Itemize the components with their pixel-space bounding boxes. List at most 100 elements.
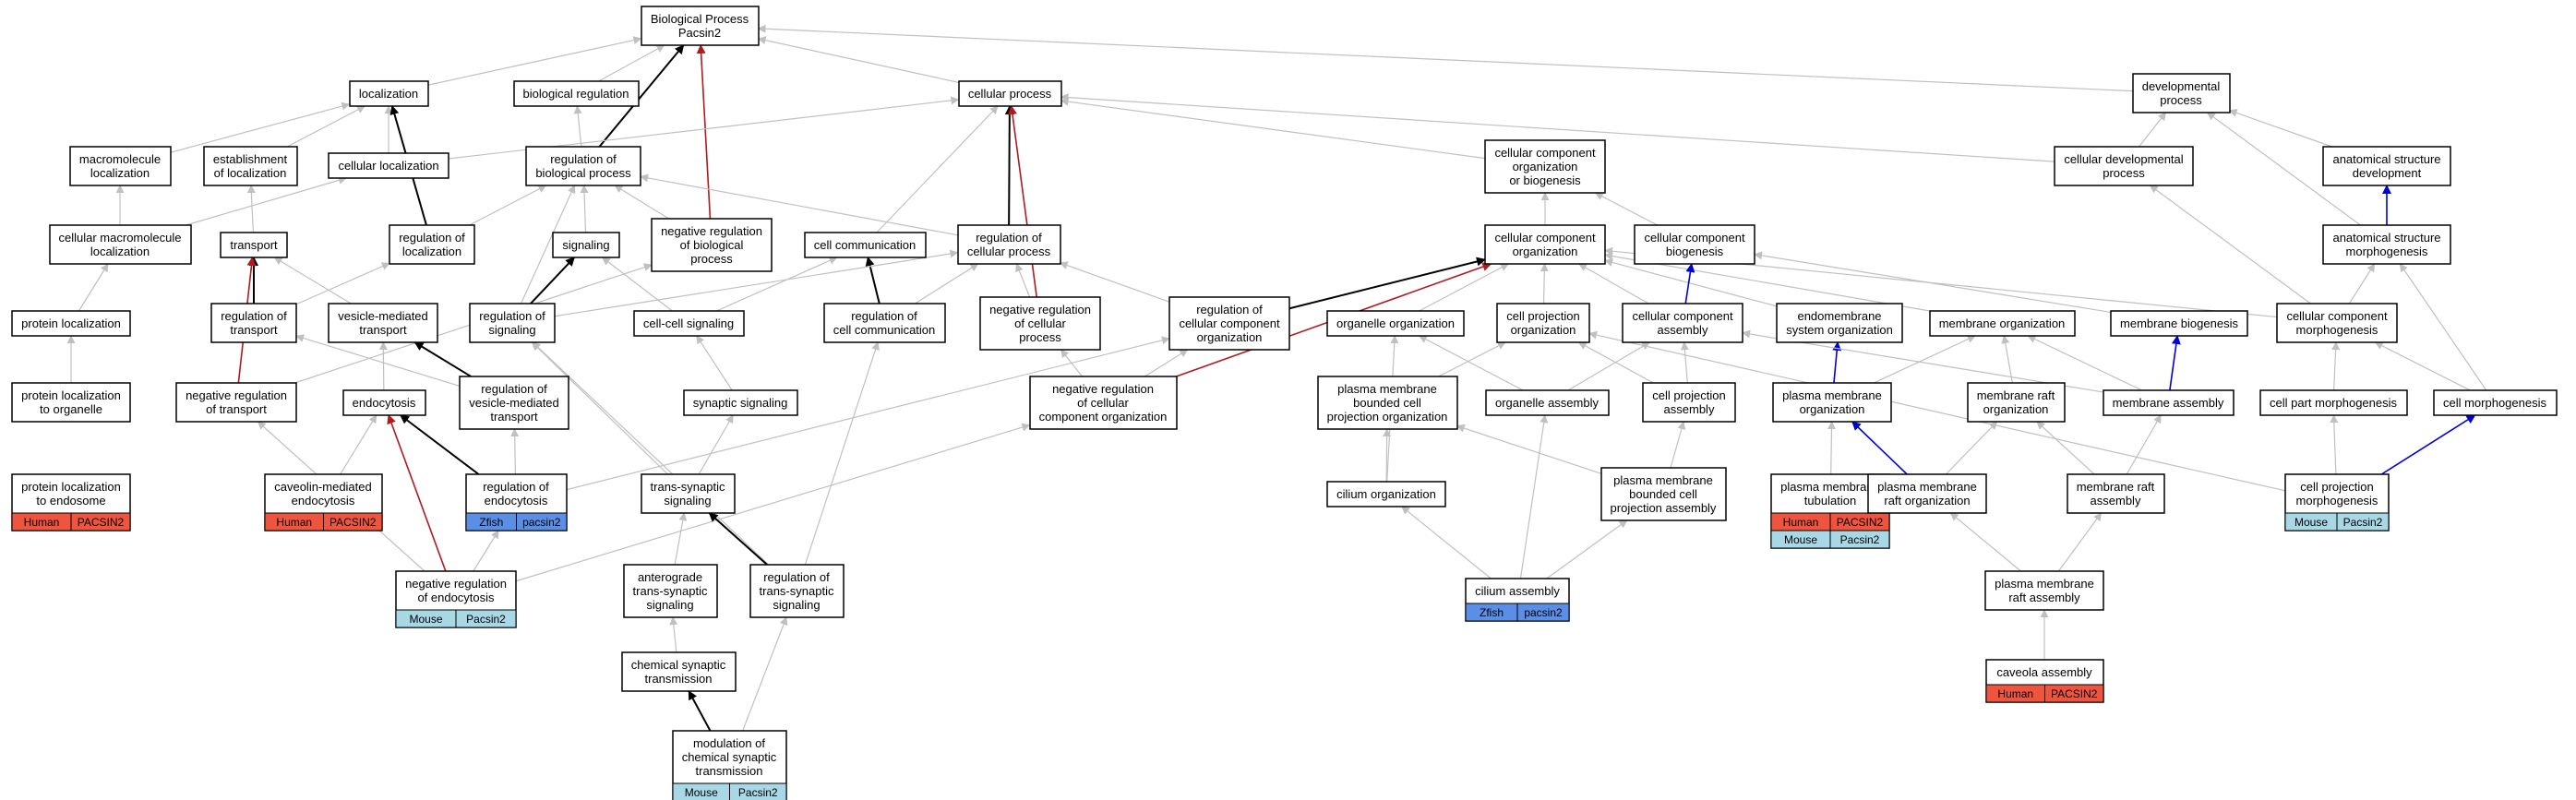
go-term-node-cellcomm[interactable]: cell communication: [804, 232, 927, 258]
go-term-node-orgasm[interactable]: organelle assembly: [1485, 389, 1610, 416]
gene-badge: [70, 512, 131, 531]
node-box: [2103, 389, 2235, 416]
node-label: cell part morphogenesis: [2270, 396, 2398, 410]
is-a-edge-cellcellsig-to-cellcomm: [716, 257, 838, 312]
go-term-node-endocytosis[interactable]: endocytosis: [342, 389, 426, 416]
is-a-edge-regcco-to-regcellproc: [1059, 261, 1170, 303]
is-a-edge-devproc-to-bp: [757, 24, 2133, 92]
go-term-node-transport[interactable]: transport: [220, 232, 288, 258]
go-term-node-synsig[interactable]: synaptic signaling: [683, 389, 798, 416]
is-a-edge-modchem-to-regtranssyn: [742, 616, 788, 732]
is-a-edge-signaling-to-regbio: [580, 185, 589, 233]
go-term-node-orgorg[interactable]: organelle organization: [1326, 310, 1465, 337]
go-term-node-localization[interactable]: localization: [349, 80, 429, 107]
go-term-node-cellmorph[interactable]: cell morphogenesis: [2433, 389, 2558, 416]
node-box: [49, 224, 192, 265]
gene-label: Pacsin2: [1840, 533, 1880, 546]
node-box: [1496, 303, 1590, 343]
node-box: [459, 376, 569, 430]
go-term-node-memorg[interactable]: membrane organization: [1929, 310, 2076, 337]
go-term-node-cellcellsig[interactable]: cell-cell signaling: [633, 310, 745, 337]
node-label: cell projection: [2300, 480, 2374, 494]
go-term-node-memasm[interactable]: membrane assembly: [2103, 389, 2235, 416]
is-a-edge-pmbcpa-to-pmbcpo: [1456, 424, 1601, 474]
go-term-node-cellloc[interactable]: cellular localization: [328, 152, 449, 179]
go-term-node-membio[interactable]: membrane biogenesis: [2110, 310, 2248, 337]
node-label: component organization: [1039, 410, 1168, 424]
go-term-node-protloc[interactable]: protein localization: [11, 310, 131, 337]
node-label: plasma membrane: [1877, 480, 1977, 494]
is-a-edge-regvesmed-to-regtransport: [295, 334, 461, 387]
node-label: synaptic signaling: [693, 396, 788, 410]
gene-label: PACSIN2: [78, 516, 125, 529]
is-a-edge-regcellcomm-to-regcellproc: [915, 263, 979, 304]
node-label: Biological Process: [651, 12, 749, 26]
node-label: cellular process: [968, 87, 1052, 101]
node-label: organization: [1197, 330, 1263, 344]
node-box: [220, 232, 288, 258]
node-label: caveola assembly: [1996, 665, 2092, 679]
node-label: negative regulation: [405, 577, 507, 591]
is-a-edge-bioreg-to-bp: [598, 44, 665, 82]
node-label: development: [2353, 166, 2422, 180]
go-term-node-cellproc[interactable]: cellular process: [958, 80, 1062, 107]
go-term-node-cellpartmorph[interactable]: cell part morphogenesis: [2259, 389, 2408, 416]
go-term-node-signaling[interactable]: signaling: [552, 232, 620, 258]
go-term-node-ciliumorg[interactable]: cilium organization: [1326, 481, 1446, 507]
go-term-node-bioreg[interactable]: biological regulation: [513, 80, 640, 107]
node-label: regulation of: [1196, 303, 1263, 316]
node-label: cell projection: [1506, 309, 1580, 323]
is-a-edge-macroloc-to-localization: [170, 101, 351, 153]
